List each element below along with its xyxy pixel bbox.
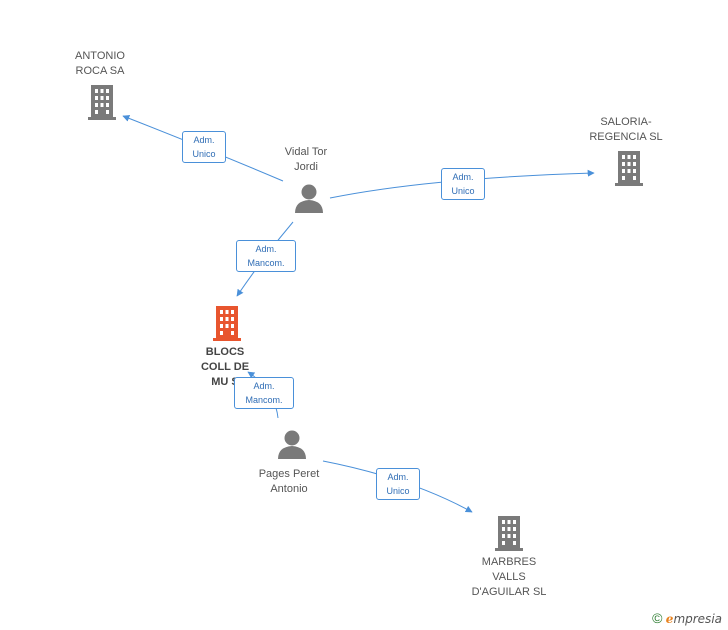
edge-role-type: Unico xyxy=(192,149,216,159)
building-icon[interactable] xyxy=(86,84,118,120)
label-line: Pages Peret xyxy=(258,468,320,480)
empresia-logo: © empresia xyxy=(652,610,722,626)
edge-label-vidal-blocs[interactable]: Adm. Mancom. xyxy=(236,240,296,272)
node-label-saloria: SALORIA- REGENCIA SL xyxy=(580,115,672,145)
brand-name: mpresia xyxy=(673,612,722,626)
label-line: VALLS xyxy=(492,571,526,583)
label-line: Antonio xyxy=(270,483,308,495)
edge-label-vidal-saloria[interactable]: Adm. Unico xyxy=(441,168,485,200)
brand-initial: e xyxy=(665,612,674,626)
node-label-antonio-roca: ANTONIO ROCA SA xyxy=(60,49,140,79)
node-label-marbres: MARBRES VALLS D'AGUILAR SL xyxy=(461,555,557,600)
label-line: BLOCS xyxy=(205,346,245,358)
node-label-pages: Pages Peret Antonio xyxy=(244,467,334,497)
edge-role: Adm. xyxy=(452,172,474,182)
edge-label-vidal-antonio[interactable]: Adm. Unico xyxy=(182,131,226,163)
label-line: Jordi xyxy=(294,161,318,173)
building-icon[interactable] xyxy=(613,150,645,186)
building-icon[interactable] xyxy=(493,515,525,551)
person-icon[interactable] xyxy=(276,430,308,460)
edge-role: Adm. xyxy=(253,381,275,391)
label-line: SALORIA- xyxy=(600,116,652,128)
label-line: REGENCIA SL xyxy=(589,131,663,143)
edge-role-type: Unico xyxy=(386,486,410,496)
label-line: MU S xyxy=(211,376,239,388)
person-icon[interactable] xyxy=(293,184,325,214)
copyright-symbol: © xyxy=(652,610,663,626)
edge-label-pages-blocs[interactable]: Adm. Mancom. xyxy=(234,377,294,409)
edge-role: Adm. xyxy=(193,135,215,145)
edge-role: Adm. xyxy=(387,472,409,482)
focus-building-icon[interactable] xyxy=(211,305,243,341)
edge-role-type: Mancom. xyxy=(245,395,283,405)
edge-label-pages-marbres[interactable]: Adm. Unico xyxy=(376,468,420,500)
node-label-vidal: Vidal Tor Jordi xyxy=(266,145,346,175)
label-line: Vidal Tor xyxy=(284,146,328,158)
edge-role-type: Unico xyxy=(451,186,475,196)
label-line: ANTONIO xyxy=(75,50,125,62)
node-label-blocs: BLOCS COLL DE MU S xyxy=(185,345,265,390)
label-line: COLL DE xyxy=(200,361,250,373)
edge-role-type: Mancom. xyxy=(247,258,285,268)
edge-role: Adm. xyxy=(255,244,277,254)
label-line: MARBRES xyxy=(481,556,537,568)
label-line: ROCA SA xyxy=(75,65,125,77)
label-line: D'AGUILAR SL xyxy=(471,586,547,598)
